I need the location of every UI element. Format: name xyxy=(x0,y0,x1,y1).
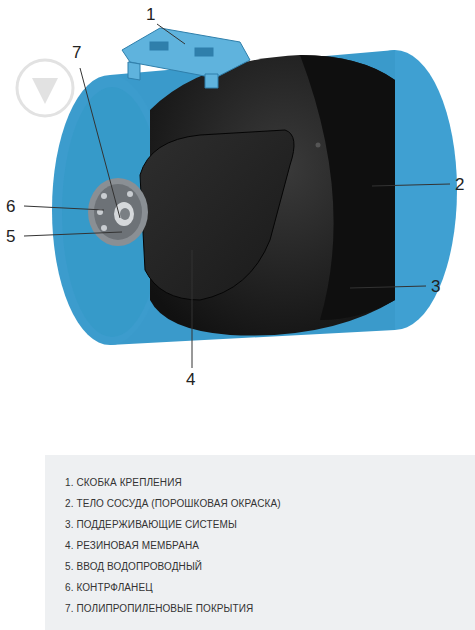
parts-list-item: 4. РЕЗИНОВАЯ МЕМБРАНА xyxy=(65,540,455,552)
parts-list-item: 2. ТЕЛО СОСУДА (ПОРОШКОВАЯ ОКРАСКА) xyxy=(65,498,455,510)
watermark xyxy=(17,60,73,116)
callout-number: 4 xyxy=(186,371,195,388)
parts-list-panel: 1. СКОБКА КРЕПЛЕНИЯ 2. ТЕЛО СОСУДА (ПОРОШ… xyxy=(45,455,475,630)
rubber-membrane xyxy=(140,130,294,300)
callout-number: 5 xyxy=(6,228,15,245)
callout-number: 1 xyxy=(146,6,155,23)
parts-list-item: 3. ПОДДЕРЖИВАЮЩИЕ СИСТЕМЫ xyxy=(65,519,455,531)
callout-number: 3 xyxy=(431,278,440,295)
callout-number: 6 xyxy=(6,198,15,215)
parts-list-item: 7. ПОЛИПРОПИЛЕНОВЫЕ ПОКРЫТИЯ xyxy=(65,603,455,615)
callout-number: 7 xyxy=(72,44,81,61)
callout-number: 2 xyxy=(455,176,464,193)
mounting-bracket xyxy=(122,28,250,88)
parts-list-item: 6. КОНТРФЛАНЕЦ xyxy=(65,582,455,594)
parts-list-item: 1. СКОБКА КРЕПЛЕНИЯ xyxy=(65,477,455,489)
parts-list-item: 5. ВВОД ВОДОПРОВОДНЫЙ xyxy=(65,561,455,573)
tank-body xyxy=(110,50,395,345)
leader-lines xyxy=(24,24,450,368)
